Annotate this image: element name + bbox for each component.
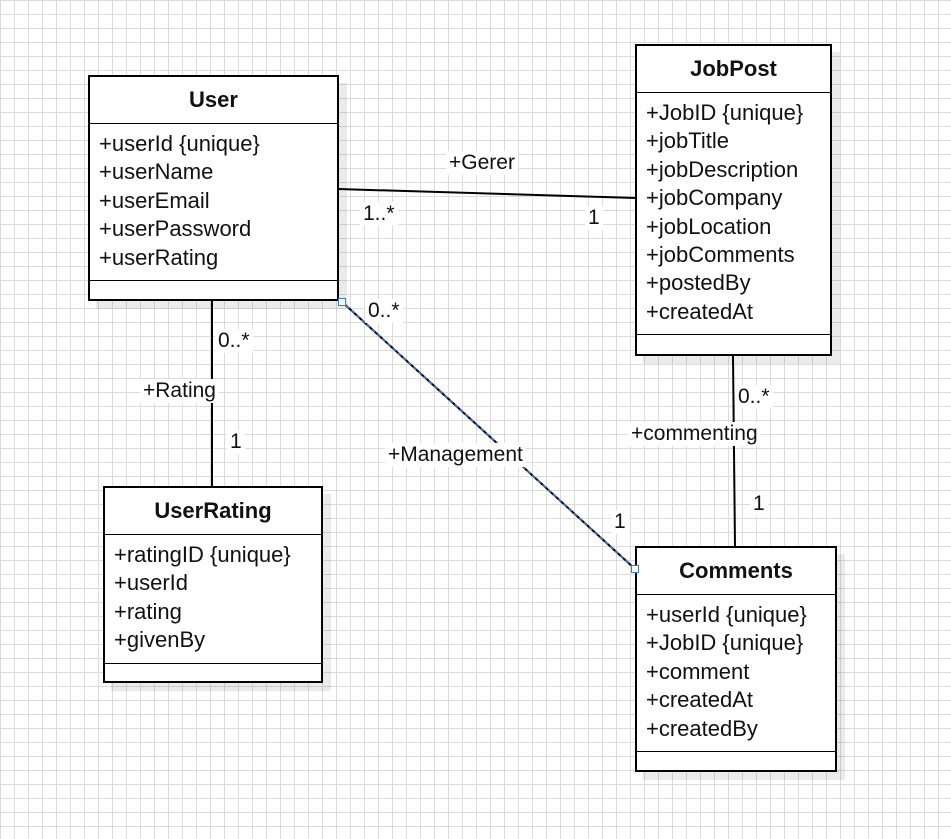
- commenting-source-multiplicity: 0..*: [735, 385, 773, 409]
- class-user[interactable]: User +userId {unique} +userName +userEma…: [88, 75, 339, 301]
- rating-source-multiplicity: 0..*: [215, 329, 253, 353]
- attribute: +userId: [114, 570, 188, 596]
- attribute: +userId {unique}: [646, 602, 807, 627]
- commenting-line[interactable]: [732, 355, 736, 548]
- gerer-label: +Gerer: [446, 151, 518, 175]
- commenting-target-multiplicity: 1: [750, 492, 768, 516]
- management-start-handle[interactable]: [338, 298, 346, 306]
- attribute: +jobLocation: [646, 213, 772, 239]
- class-name: User: [90, 77, 337, 124]
- attribute: +userEmail: [99, 187, 210, 213]
- attribute: +jobTitle: [646, 128, 729, 154]
- class-comments[interactable]: Comments +userId {unique} +JobID {unique…: [635, 546, 837, 772]
- attribute-list: +userId {unique} +JobID {unique} +commen…: [637, 595, 835, 753]
- attribute: +jobCompany: [646, 185, 783, 211]
- attribute: +createdBy: [646, 715, 758, 741]
- class-userrating[interactable]: UserRating +ratingID {unique} +userId +r…: [103, 486, 323, 683]
- management-end-handle[interactable]: [631, 565, 639, 573]
- gerer-target-multiplicity: 1: [585, 206, 603, 230]
- attribute: +createdAt: [646, 298, 754, 324]
- attribute-list: +ratingID {unique} +userId +rating +give…: [105, 535, 321, 664]
- class-name: JobPost: [637, 46, 830, 93]
- attribute-list: +JobID {unique} +jobTitle +jobDescriptio…: [637, 93, 830, 336]
- class-jobpost[interactable]: JobPost +JobID {unique} +jobTitle +jobDe…: [635, 44, 832, 356]
- attribute-list: +userId {unique} +userName +userEmail +u…: [90, 124, 337, 282]
- attribute: +ratingID {unique}: [114, 542, 291, 567]
- attribute: +comment: [646, 658, 750, 684]
- attribute: +jobComments: [646, 242, 795, 268]
- management-target-multiplicity: 1: [611, 510, 629, 534]
- attribute: +givenBy: [114, 627, 206, 653]
- attribute: +JobID {unique}: [646, 100, 804, 125]
- gerer-source-multiplicity: 1..*: [360, 202, 398, 226]
- class-name: Comments: [637, 548, 835, 595]
- attribute: +rating: [114, 598, 182, 624]
- attribute: +createdAt: [646, 687, 754, 713]
- management-source-multiplicity: 0..*: [365, 299, 403, 323]
- attribute: +JobID {unique}: [646, 630, 804, 656]
- rating-target-multiplicity: 1: [227, 430, 245, 454]
- attribute: +postedBy: [646, 270, 751, 296]
- class-name: UserRating: [105, 488, 321, 535]
- management-line-selection: [340, 300, 635, 569]
- operations-compartment: [105, 664, 321, 681]
- attribute: +userName: [99, 159, 214, 185]
- rating-label: +Rating: [140, 379, 219, 403]
- operations-compartment: [637, 335, 830, 352]
- gerer-line[interactable]: [337, 188, 637, 199]
- attribute: +jobDescription: [646, 156, 799, 182]
- operations-compartment: [637, 752, 835, 769]
- operations-compartment: [90, 281, 337, 298]
- attribute: +userId {unique}: [99, 131, 260, 156]
- commenting-label: +commenting: [628, 422, 761, 446]
- management-label: +Management: [385, 443, 526, 467]
- attribute: +userPassword: [99, 216, 252, 242]
- attribute: +userRating: [99, 244, 219, 270]
